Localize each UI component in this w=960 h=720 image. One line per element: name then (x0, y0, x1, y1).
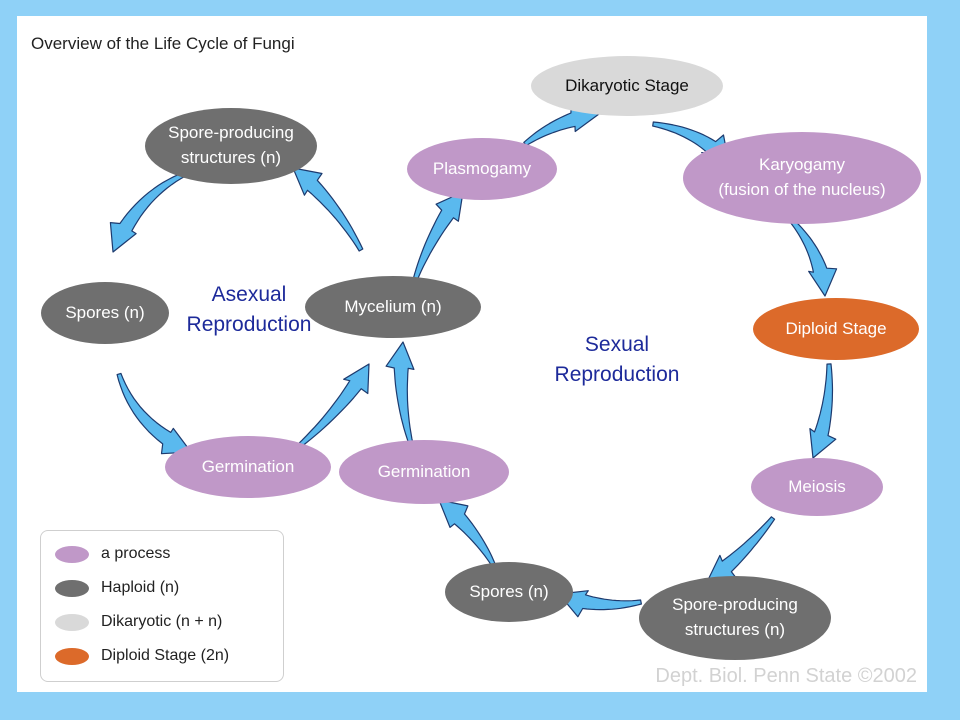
node-dikaryotic-stage: Dikaryotic Stage (531, 56, 723, 116)
legend-swatch (55, 613, 89, 631)
node-germination-sexual: Germination (339, 440, 509, 504)
legend-item: a process (55, 541, 170, 567)
arrow-meiosis-to-structures-sexual (706, 516, 776, 583)
legend-swatch (55, 545, 89, 563)
region-label-asexual: Asexual Reproduction (186, 283, 312, 337)
node-spore-structures-sexual: Spore-producing structures (n) (639, 576, 831, 660)
credit-watermark: Dept. Biol. Penn State ©2002 (655, 665, 917, 687)
legend-item: Dikaryotic (n + n) (55, 609, 222, 635)
node-karyogamy: Karyogamy (fusion of the nucleus) (683, 132, 921, 224)
arrow-spores-to-germination-sexual (438, 499, 496, 566)
node-diploid-stage: Diploid Stage (753, 298, 919, 360)
arrow-germination-to-mycelium-sexual (385, 341, 415, 446)
legend-swatch (55, 647, 89, 665)
arrow-germination-to-mycelium-asexual (297, 363, 370, 449)
legend-label: Haploid (n) (101, 579, 180, 596)
arrow-spores-to-germination-asexual (116, 372, 192, 455)
legend-label: Dikaryotic (n + n) (101, 613, 223, 630)
arrow-structures-to-spores-asexual (109, 171, 187, 253)
node-meiosis: Meiosis (751, 458, 883, 516)
legend-item: Haploid (n) (55, 575, 179, 601)
node-mycelium: Mycelium (n) (305, 276, 481, 338)
arrow-mycelium-to-plasmogamy (412, 191, 464, 282)
node-plasmogamy: Plasmogamy (407, 138, 557, 200)
node-germination-asexual: Germination (165, 436, 331, 498)
legend: a process Haploid (n) Dikaryotic (n + n)… (40, 530, 284, 682)
legend-label: a process (101, 545, 171, 562)
node-spore-structures-asexual: Spore-producing structures (n) (145, 108, 317, 184)
node-spores-sexual: Spores (n) (445, 562, 573, 622)
arrow-mycelium-to-structures-asexual (292, 167, 364, 252)
arrow-karyogamy-to-diploid (788, 218, 838, 297)
legend-item: Diploid Stage (2n) (55, 643, 229, 669)
diagram-panel: Overview of the Life Cycle of Fungi Spor… (17, 16, 927, 692)
region-label-sexual: Sexual Reproduction (554, 333, 680, 387)
arrow-diploid-to-meiosis (809, 363, 837, 459)
arrow-structures-to-spores-sexual (558, 590, 643, 618)
legend-label: Diploid Stage (2n) (101, 647, 230, 664)
node-spores-asexual: Spores (n) (41, 282, 169, 344)
legend-swatch (55, 579, 89, 597)
diagram-title: Overview of the Life Cycle of Fungi (31, 34, 295, 53)
